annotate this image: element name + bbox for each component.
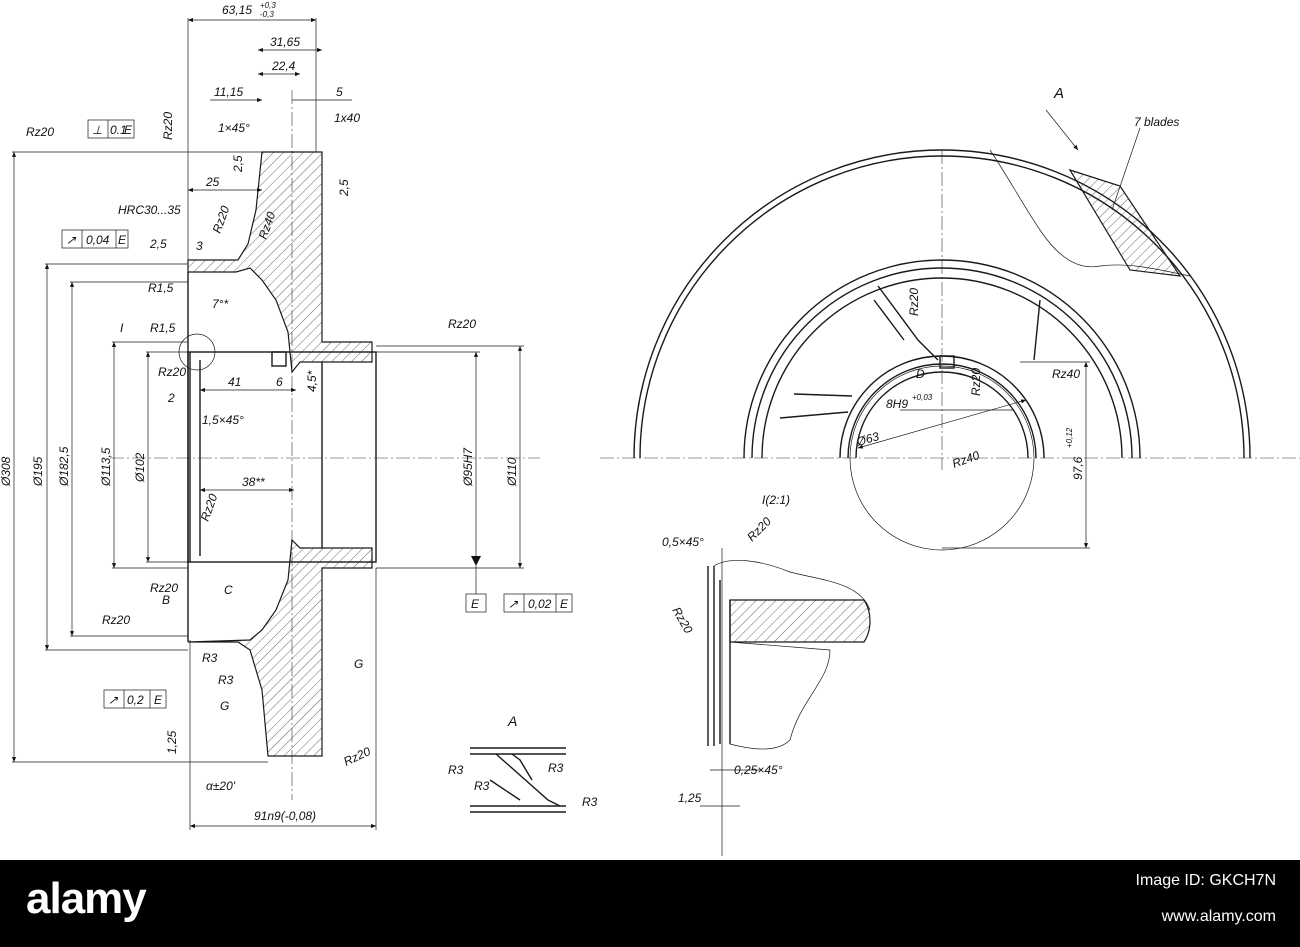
tol-runout2-value: 0,02 [528, 597, 552, 611]
dim-182-5: Ø182,5 [57, 446, 71, 487]
label-c: C [224, 583, 233, 597]
dim-1-25b: 1,25 [678, 791, 702, 805]
front-view [600, 109, 1300, 551]
tol-runout2-symbol: ↗ [508, 597, 519, 611]
label-hrc: HRC30...35 [118, 203, 181, 217]
roughness-rz20-a: Rz20 [210, 204, 233, 235]
tol-perp-symbol: ⊥ [92, 123, 102, 137]
dim-38: 38** [242, 475, 265, 489]
tol-runout1-symbol: ↗ [66, 233, 77, 247]
dim-97-6: 97,6 [1071, 456, 1085, 480]
dim-110: Ø110 [505, 457, 519, 487]
tol-runout3-symbol: ↗ [108, 693, 119, 707]
roughness-rz40-b: Rz40 [1052, 367, 1080, 381]
label-r3a: R3 [202, 651, 218, 665]
dim-05x45: 0,5×45° [662, 535, 704, 549]
dim-195: Ø195 [31, 456, 45, 487]
dim-8h9-tol: +0,03 [912, 393, 933, 402]
dim-25: 25 [205, 175, 220, 189]
brand-logo: alamy [26, 874, 147, 923]
section-view [11, 17, 573, 830]
dim-1-5x45: 1,5×45° [202, 413, 244, 427]
dim-41: 41 [228, 375, 241, 389]
watermark-bar: alamy Image ID: GKCH7N www.alamy.com [0, 860, 1300, 947]
dim-95h7: Ø95H7 [461, 447, 475, 487]
label-ar3c: R3 [474, 779, 490, 793]
detail-i-view [700, 548, 871, 856]
label-ar3b: R3 [548, 761, 564, 775]
view-a-detail [470, 747, 566, 813]
dim-025x45: 0,25×45° [734, 763, 783, 777]
site-url: www.alamy.com [1161, 908, 1276, 925]
dim-63: Ø63 [854, 429, 881, 449]
roughness-rz20-f: Rz20 [341, 744, 373, 769]
dim-113-5: Ø113,5 [99, 447, 113, 487]
dim-8h9: 8H9 [886, 397, 908, 411]
roughness-rz20-h: Rz20 [969, 368, 983, 396]
roughness-rz20-b: Rz20 [158, 365, 186, 379]
dim-63-15: 63,15 [222, 3, 252, 17]
label-ar3a: R3 [448, 763, 464, 777]
dim-1x40: 1x40 [334, 111, 360, 125]
roughness-rz40-c: Rz40 [950, 448, 981, 471]
dim-31-65: 31,65 [270, 35, 300, 49]
engineering-drawing: 63,15 +0,3 -0,3 31,65 22,4 11,15 5 1×45°… [0, 1, 1300, 856]
tol-runout3-datum: E [154, 693, 163, 707]
dim-2-5c: 2,5 [337, 179, 351, 197]
label-detail-title: I(2:1) [762, 493, 790, 507]
dim-5: 5 [336, 85, 343, 99]
dim-102: Ø102 [133, 452, 147, 483]
tol-perp-datum: E [124, 123, 133, 137]
dim-63-15-tol-dn: -0,3 [260, 10, 274, 19]
tol-runout3-value: 0,2 [127, 693, 144, 707]
roughness-rz20-g: Rz20 [907, 288, 921, 316]
dim-6: 6 [276, 375, 283, 389]
tol-perp-value: 0.1 [110, 123, 127, 137]
roughness-rz20-j: Rz20 [669, 605, 695, 637]
dim-4-5: 4,5* [305, 370, 319, 392]
dim-2: 2 [167, 391, 175, 405]
label-ar3d: R3 [582, 795, 598, 809]
dim-3: 3 [196, 239, 203, 253]
label-blades: 7 blades [1134, 115, 1179, 129]
label-r1-5b: R1,5 [150, 321, 176, 335]
roughness-rz20-c: Rz20 [198, 492, 221, 523]
dim-91n9: 91n9(-0,08) [254, 809, 316, 823]
label-r1-5a: R1,5 [148, 281, 174, 295]
roughness-rz20-side: Rz20 [161, 112, 175, 140]
tol-runout1-value: 0,04 [86, 233, 110, 247]
label-d: D [916, 367, 925, 381]
dim-11-15: 11,15 [214, 85, 243, 99]
dim-22-4: 22,4 [271, 59, 296, 73]
image-id: Image ID: GKCH7N [1135, 872, 1276, 889]
roughness-rz20-e: Rz20 [102, 613, 130, 627]
dim-97-6-tol: +0,12 [1065, 427, 1074, 448]
label-view-a2: A [507, 713, 517, 729]
roughness-rz20-i: Rz20 [744, 514, 774, 544]
dim-alpha: α±20' [206, 779, 236, 793]
tol-runout1-datum: E [118, 233, 127, 247]
dim-2-5b: 2,5 [231, 155, 245, 173]
dim-7: 7°* [212, 297, 228, 311]
dim-63-15-tol-up: +0,3 [260, 1, 276, 10]
roughness-rz20-d: Rz20 [150, 581, 178, 595]
dim-1x45: 1×45° [218, 121, 250, 135]
label-view-a: A [1053, 85, 1064, 102]
label-b: B [162, 593, 170, 607]
dim-1-25: 1,25 [165, 730, 179, 754]
roughness-rz20-top: Rz20 [26, 125, 54, 139]
label-g1: G [354, 657, 363, 671]
label-r3b: R3 [218, 673, 234, 687]
label-detail-ref: I [120, 321, 124, 335]
tol-runout2-datum: E [560, 597, 569, 611]
dim-308: Ø308 [0, 456, 13, 487]
dim-2-5a: 2,5 [149, 237, 167, 251]
datum-e-label: E [471, 597, 480, 611]
roughness-rz20-right: Rz20 [448, 317, 476, 331]
label-g2: G [220, 699, 229, 713]
